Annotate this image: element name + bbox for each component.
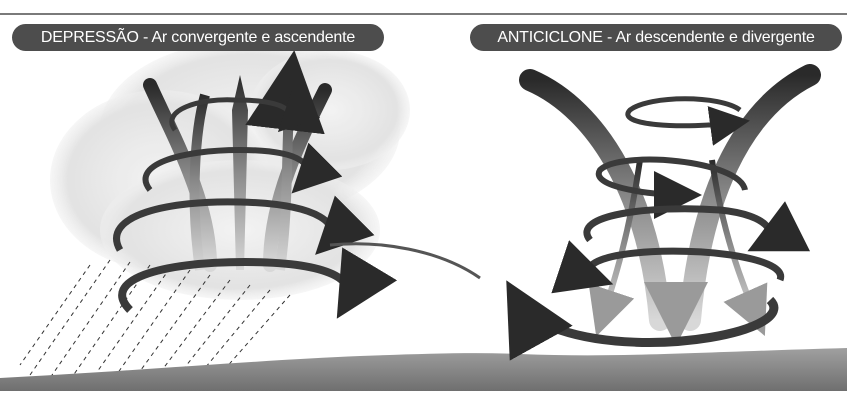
convergent-ascending-arrows-icon <box>113 50 481 319</box>
depression-label: DEPRESSÃO - Ar convergente e ascendente <box>12 24 384 51</box>
descending-divergent-arrows-icon <box>506 64 821 361</box>
anticyclone-label: ANTICICLONE - Ar descendente e divergent… <box>470 24 842 51</box>
ground <box>0 348 847 391</box>
anticyclone-label-text: ANTICICLONE - Ar descendente e divergent… <box>497 28 815 46</box>
depression-label-text: DEPRESSÃO - Ar convergente e ascendente <box>40 28 356 46</box>
